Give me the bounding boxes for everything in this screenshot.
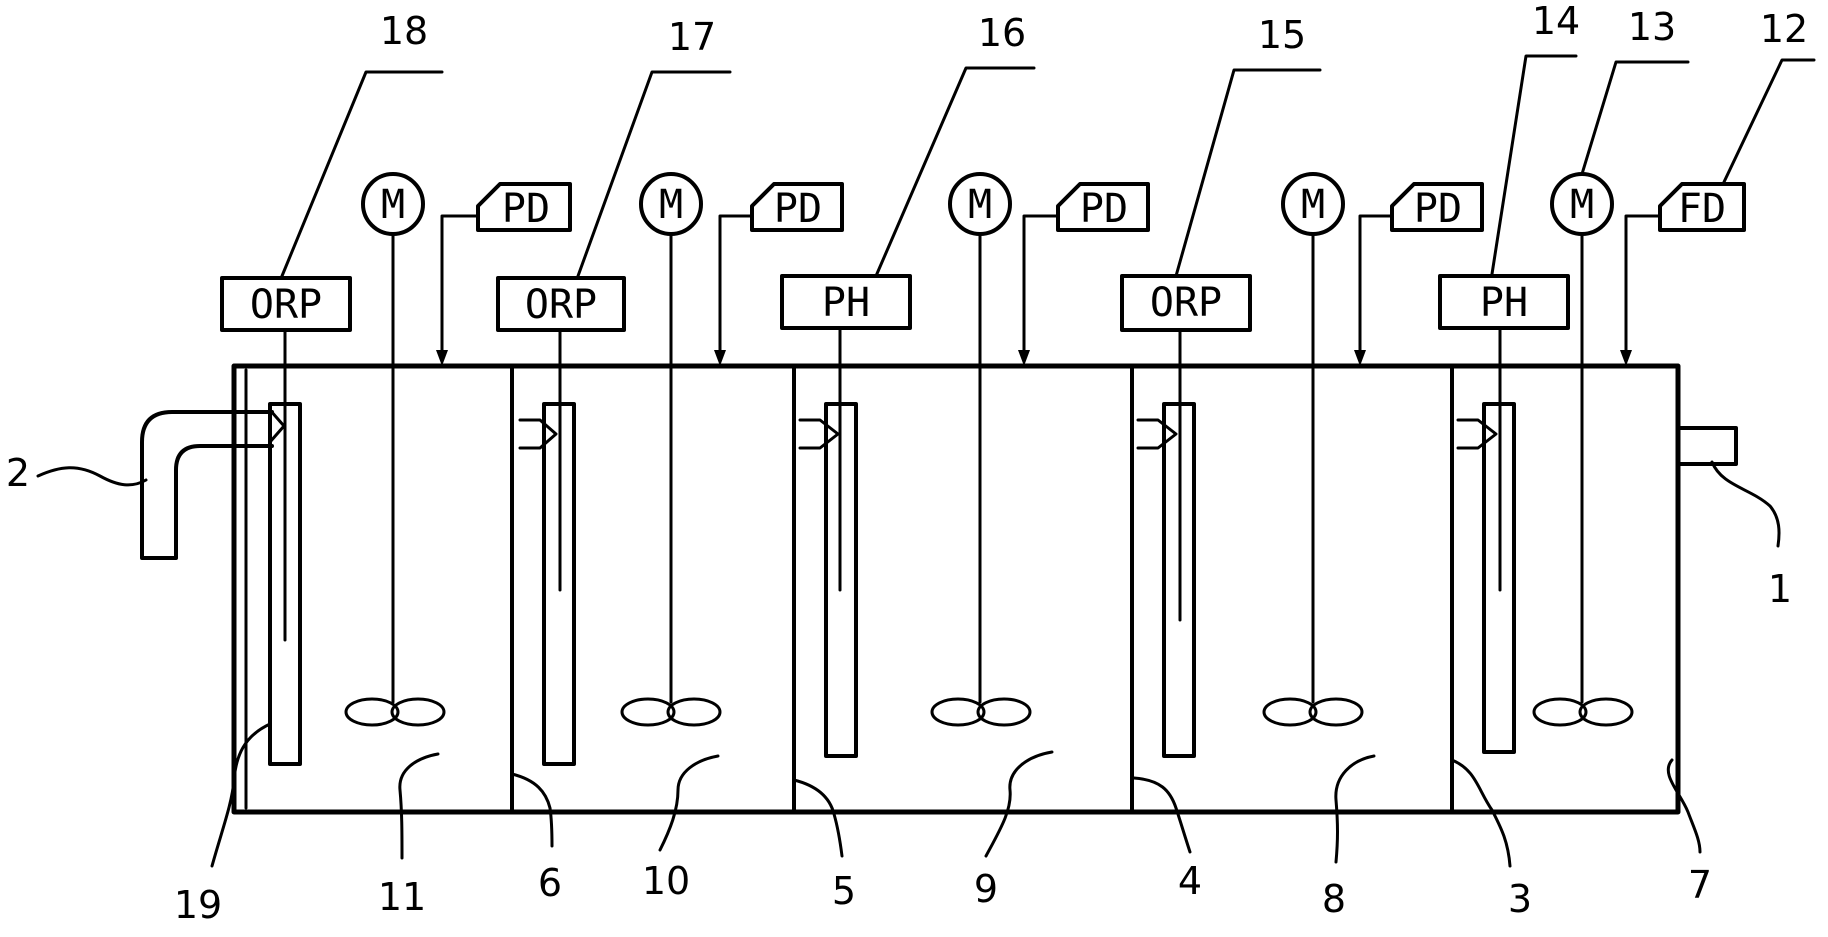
inlet-pipe <box>1676 426 1738 466</box>
leaders-top <box>280 54 1816 278</box>
motor-4: M <box>1262 172 1364 727</box>
doser-arrow-1 <box>436 350 448 366</box>
doser-5: FD <box>1620 182 1746 366</box>
motor-label-3: M <box>968 182 992 228</box>
label-2: 2 <box>6 451 30 495</box>
sensor-box-15: ORP <box>1120 274 1252 332</box>
label-1: 1 <box>1768 567 1792 611</box>
sensor-box-17: ORP <box>496 276 626 332</box>
sensor-label-17: ORP <box>525 282 597 328</box>
motor-label-2: M <box>659 182 683 228</box>
outlet-pipe <box>140 410 274 560</box>
label-19: 19 <box>174 883 222 927</box>
baffle-tube-3 <box>798 402 858 758</box>
doser-4: PD <box>1354 182 1484 366</box>
label-15: 15 <box>1258 13 1306 57</box>
label-16: 16 <box>978 11 1026 55</box>
sensor-label-14: PH <box>1480 280 1528 326</box>
label-7: 7 <box>1688 863 1712 907</box>
label-17: 17 <box>668 15 716 59</box>
label-10: 10 <box>642 859 690 903</box>
sensor-box-14: PH <box>1438 274 1570 330</box>
sensor-label-15: ORP <box>1150 280 1222 326</box>
doser-label-5: FD <box>1678 186 1726 232</box>
doser-3: PD <box>1018 182 1150 366</box>
doser-label-2: PD <box>774 186 822 232</box>
motor-3: M <box>930 172 1032 727</box>
sensor-label-18: ORP <box>250 282 322 328</box>
tank-outer-wall <box>231 363 1681 815</box>
sensor-label-16: PH <box>822 280 870 326</box>
doser-arrow-3 <box>1018 350 1030 366</box>
motor-label-5: M <box>1570 182 1594 228</box>
label-9: 9 <box>974 867 998 911</box>
label-6: 6 <box>538 861 562 905</box>
baffle-tube-2 <box>518 402 576 766</box>
label-18: 18 <box>380 9 428 53</box>
doser-1: PD <box>436 182 572 366</box>
doser-label-1: PD <box>502 186 550 232</box>
baffle-tube-4 <box>1136 402 1196 758</box>
doser-label-4: PD <box>1414 186 1462 232</box>
motor-label-4: M <box>1301 182 1325 228</box>
baffle-tube-5 <box>1456 402 1516 754</box>
motor-1: M <box>344 172 446 727</box>
motor-2: M <box>620 172 722 727</box>
doser-arrow-4 <box>1354 350 1366 366</box>
doser-arrow-5 <box>1620 350 1632 366</box>
label-4: 4 <box>1178 859 1202 903</box>
label-12: 12 <box>1760 7 1808 51</box>
label-14: 14 <box>1532 0 1580 43</box>
label-3: 3 <box>1508 877 1532 921</box>
label-13: 13 <box>1628 5 1676 49</box>
label-8: 8 <box>1322 877 1346 921</box>
leaders-bottom <box>36 460 1781 868</box>
motor-label-1: M <box>381 182 405 228</box>
doser-2: PD <box>714 182 844 366</box>
doser-arrow-2 <box>714 350 726 366</box>
label-11: 11 <box>378 875 426 919</box>
motor-5: M <box>1532 172 1634 727</box>
doser-label-3: PD <box>1080 186 1128 232</box>
label-5: 5 <box>832 869 856 913</box>
sensor-box-18: ORP <box>220 276 352 332</box>
sensor-box-16: PH <box>780 274 912 330</box>
